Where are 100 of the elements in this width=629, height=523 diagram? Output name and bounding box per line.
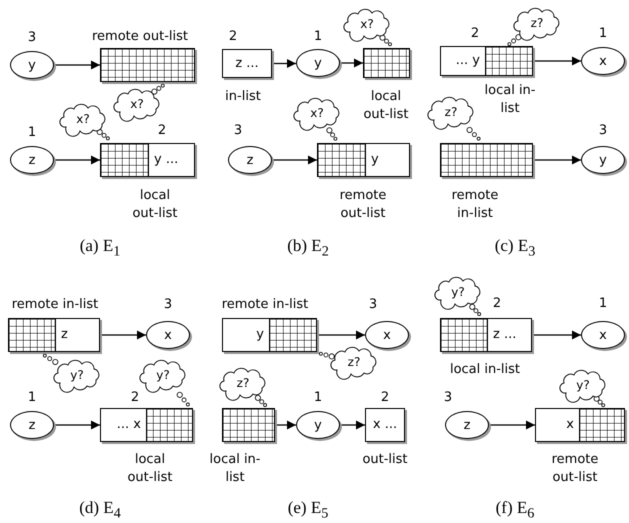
node-number: 2	[156, 122, 168, 140]
thought-cloud	[53, 360, 101, 390]
list-box	[365, 408, 405, 442]
thought-text: x?	[360, 17, 374, 31]
arrow	[340, 420, 365, 430]
list-text: y ...	[154, 151, 178, 169]
subfigure-caption: (f) E$_{6}$	[496, 498, 534, 522]
list-text: z ...	[493, 326, 516, 344]
list-caption: local in-list	[448, 361, 522, 379]
arrow	[489, 420, 535, 430]
list-box	[222, 318, 317, 352]
list-text: z ...	[234, 54, 260, 72]
thought-cloud	[139, 360, 187, 390]
arrow	[54, 420, 100, 430]
subfigure-caption: (d) E$_{4}$	[79, 498, 121, 522]
list-text: x	[566, 416, 574, 434]
ellipse-node	[296, 49, 340, 77]
thought-text: z?	[444, 105, 458, 119]
thought-cloud	[219, 368, 267, 398]
list-caption: local in-list	[484, 82, 536, 118]
list-box	[440, 318, 532, 352]
thought-text: z?	[530, 16, 544, 30]
node-label: z	[246, 152, 254, 168]
thought-cloud	[343, 9, 391, 39]
arrow	[54, 60, 100, 70]
list-text: ... x	[116, 416, 141, 434]
thought-cloud	[559, 370, 607, 400]
node-number: 2	[130, 389, 140, 407]
node-label: y	[599, 152, 607, 168]
list-box	[440, 46, 533, 76]
thought-text: x?	[130, 97, 144, 111]
subfigure-caption: (b) E$_{2}$	[287, 236, 329, 260]
list-box	[100, 408, 193, 442]
list-box	[222, 49, 272, 78]
thought-cloud	[59, 104, 107, 134]
thought-text: y?	[451, 285, 465, 299]
thought-cloud	[427, 97, 475, 127]
thought-cloud	[113, 89, 161, 119]
thought-text: x?	[310, 106, 324, 120]
thought-text: y?	[156, 368, 170, 382]
node-number: 3	[232, 122, 244, 140]
node-label: x	[599, 54, 607, 68]
node-number: 2	[470, 25, 480, 43]
ellipse-node	[146, 321, 190, 349]
list-caption: remote in-list	[220, 296, 310, 314]
node-label: x	[599, 328, 607, 342]
arrow	[54, 156, 100, 164]
list-text: z	[61, 326, 68, 344]
list-caption: remote out-list	[550, 451, 600, 487]
node-label: z	[28, 418, 36, 432]
arrow	[340, 58, 363, 68]
ellipse-node	[581, 146, 625, 174]
node-label: z	[28, 152, 36, 168]
list-caption: remote in-list	[450, 187, 500, 223]
list-caption: out-list	[361, 451, 409, 469]
node-number: 2	[228, 28, 238, 46]
node-number: 3	[26, 29, 38, 47]
subfigure-caption: (e) E$_{5}$	[288, 498, 328, 522]
node-number: 3	[368, 296, 378, 314]
node-number: 1	[598, 25, 608, 43]
list-caption: remote in-list	[10, 296, 100, 314]
ellipse-node	[445, 411, 489, 439]
node-label: x	[164, 328, 172, 342]
thought-cloud	[434, 277, 482, 307]
thought-text: y?	[70, 368, 84, 382]
list-caption: remote out-list	[91, 28, 189, 46]
node-label: x	[383, 328, 391, 342]
list-caption: in-list	[224, 88, 262, 106]
arrow	[317, 330, 365, 340]
arrow	[275, 420, 296, 430]
list-text: x ...	[372, 416, 398, 434]
node-label: y	[314, 418, 322, 432]
ellipse-node	[581, 321, 625, 349]
thought-cloud	[293, 98, 341, 128]
thought-text: x?	[76, 112, 90, 126]
list-box	[317, 143, 410, 177]
thought-text: z?	[236, 376, 250, 390]
ellipse-node	[10, 411, 54, 439]
list-text: y	[371, 151, 379, 169]
arrow	[272, 59, 296, 68]
thought-text: y?	[576, 378, 590, 392]
thought-cloud	[513, 8, 561, 38]
list-text: y	[256, 326, 264, 344]
node-label: y	[314, 56, 322, 70]
list-box	[100, 143, 195, 177]
list-caption: local in-list	[208, 451, 262, 487]
node-number: 1	[598, 295, 608, 313]
list-caption: remote out-list	[338, 187, 388, 223]
list-caption: local out-list	[362, 88, 410, 124]
arrow	[533, 156, 581, 164]
node-number: 1	[26, 389, 38, 407]
node-number: 3	[442, 389, 454, 407]
subfigure-caption: (a) E$_{1}$	[80, 236, 120, 260]
node-number: 3	[598, 122, 608, 140]
arrow	[100, 330, 146, 340]
arrow	[533, 56, 581, 66]
node-label: y	[28, 58, 36, 72]
arrow	[272, 156, 317, 164]
node-number: 1	[26, 124, 38, 142]
node-label: z	[464, 418, 470, 432]
